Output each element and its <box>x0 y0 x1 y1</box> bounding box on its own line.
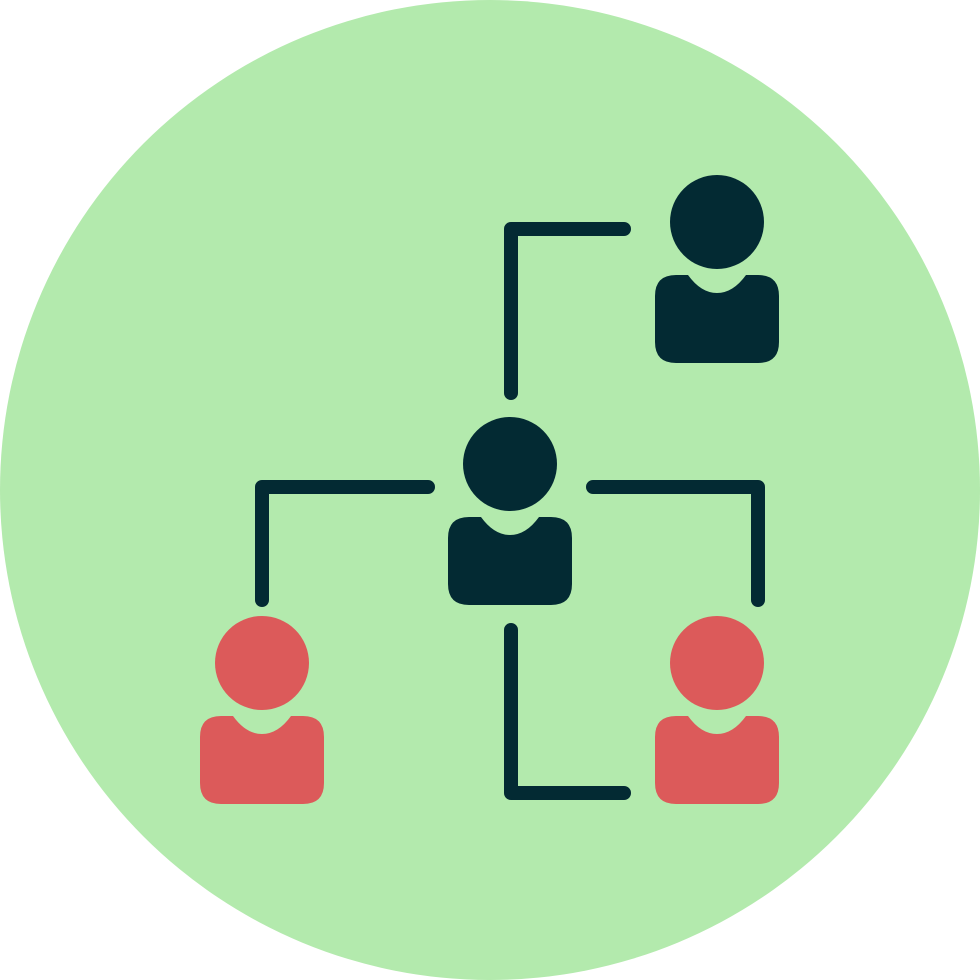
connector-lines <box>255 222 765 800</box>
person-top-right-icon <box>655 175 779 363</box>
connector-right <box>586 480 765 607</box>
person-body <box>655 275 779 363</box>
person-head <box>463 417 557 511</box>
connector-top <box>504 222 631 400</box>
person-bottom-right-icon <box>655 616 779 804</box>
person-head <box>670 616 764 710</box>
person-body <box>200 716 324 804</box>
connector-bottom <box>504 623 631 800</box>
person-body <box>655 716 779 804</box>
connector-left <box>255 480 435 607</box>
person-head <box>670 175 764 269</box>
person-bottom-left-icon <box>200 616 324 804</box>
person-center-icon <box>448 417 572 605</box>
person-head <box>215 616 309 710</box>
person-body <box>448 517 572 605</box>
